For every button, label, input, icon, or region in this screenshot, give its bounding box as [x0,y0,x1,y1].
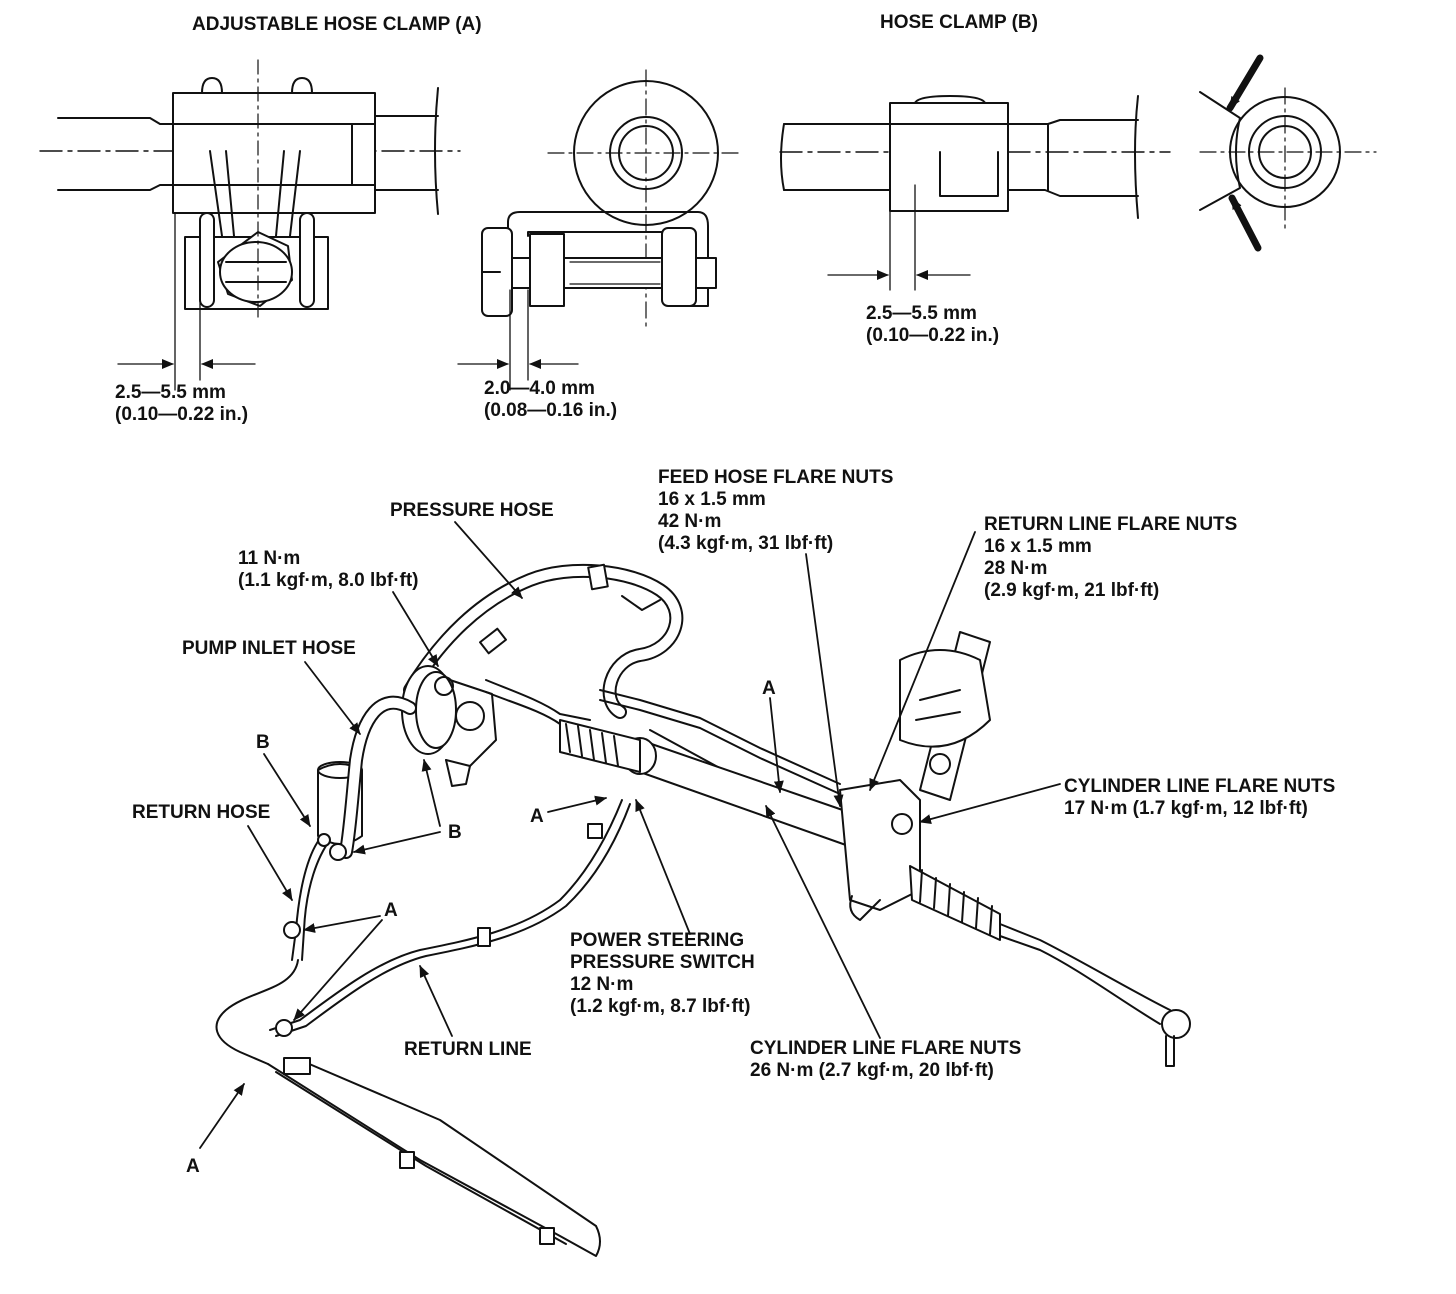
clamp-a-side-dim-metric: 2.5—5.5 mm [115,382,226,403]
return-line-flare-torque: 28 N·m [984,558,1048,579]
feed-hose-size: 16 x 1.5 mm [658,489,766,510]
pump-bolt-torque-label: 11 N·m (1.1 kgf·m, 8.0 lbf·ft) [238,548,419,592]
ps-switch-torque-alt: (1.2 kgf·m, 8.7 lbf·ft) [570,996,751,1017]
clamp-b-side-view [779,95,1171,291]
ps-switch-torque: 12 N·m [570,974,634,995]
pressure-hose-label: PRESSURE HOSE [390,500,554,521]
cylinder-line-17-name: CYLINDER LINE FLARE NUTS [1064,776,1336,797]
clamp-a-end-dimension: 2.0—4.0 mm (0.08—0.16 in.) [484,378,617,422]
cylinder-line-flare-nuts-17-label: CYLINDER LINE FLARE NUTS 17 N·m (1.7 kgf… [1064,776,1335,820]
return-line-flare-name: RETURN LINE FLARE NUTS [984,514,1238,535]
marker-a-switch: A [530,806,544,827]
return-line-flare-nuts-label: RETURN LINE FLARE NUTS 16 x 1.5 mm 28 N·… [984,514,1237,602]
clamp-a-end-dim-imperial: (0.08—0.16 in.) [484,400,618,421]
clamp-a-end-view [457,69,741,391]
pump-bolt-torque: 11 N·m [238,548,301,569]
pump-inlet-hose-label: PUMP INLET HOSE [182,638,356,659]
return-line-flare-size: 16 x 1.5 mm [984,536,1092,557]
feed-hose-flare-nuts-label: FEED HOSE FLARE NUTS 16 x 1.5 mm 42 N·m … [658,467,893,555]
feed-hose-name: FEED HOSE FLARE NUTS [658,467,894,488]
pump-bolt-torque-alt: (1.1 kgf·m, 8.0 lbf·ft) [238,570,419,591]
feed-hose-torque-alt: (4.3 kgf·m, 31 lbf·ft) [658,533,834,554]
steering-rack [559,631,1191,1067]
clamp-b-end-view [1199,54,1377,252]
cylinder-line-26-name: CYLINDER LINE FLARE NUTS [750,1038,1022,1059]
clamp-b-dim-metric: 2.5—5.5 mm [866,303,977,324]
feed-hose-torque: 42 N·m [658,511,722,532]
clamp-b-dim-imperial: (0.10—0.22 in.) [866,325,1000,346]
clamp-b-title: HOSE CLAMP (B) [880,12,1038,33]
marker-a-bottom: A [186,1156,200,1177]
clamp-b-dimension: 2.5—5.5 mm (0.10—0.22 in.) [866,303,999,347]
marker-b-right: B [448,822,462,843]
return-line-flare-torque-alt: (2.9 kgf·m, 21 lbf·ft) [984,580,1160,601]
ps-switch-name-2: PRESSURE SWITCH [570,952,755,973]
leader-lines [199,521,1061,1149]
return-line-label: RETURN LINE [404,1039,532,1060]
clamp-markers: A A A A B B [186,678,776,1177]
cylinder-line-26-torque: 26 N·m (2.7 kgf·m, 20 lbf·ft) [750,1060,994,1081]
return-hose-label: RETURN HOSE [132,802,271,823]
cylinder-line-flare-nuts-26-label: CYLINDER LINE FLARE NUTS 26 N·m (2.7 kgf… [750,1038,1021,1082]
clamp-a-side-dim-imperial: (0.10—0.22 in.) [115,404,249,425]
ps-pressure-switch-label: POWER STEERING PRESSURE SWITCH 12 N·m (1… [570,930,755,1018]
marker-b-left: B [256,732,270,753]
steering-assembly [215,563,1191,1257]
marker-a-return-hose: A [384,900,398,921]
power-steering-pump [401,665,497,787]
clamp-a-end-dim-metric: 2.0—4.0 mm [484,378,595,399]
clamp-a-side-dimension: 2.5—5.5 mm (0.10—0.22 in.) [115,382,248,426]
cylinder-line-17-torque: 17 N·m (1.7 kgf·m, 12 lbf·ft) [1064,798,1308,819]
ps-switch-name-1: POWER STEERING [570,930,745,951]
clamp-a-side-view [39,59,461,391]
clamp-a-title: ADJUSTABLE HOSE CLAMP (A) [192,14,482,35]
marker-a-rack: A [762,678,776,699]
